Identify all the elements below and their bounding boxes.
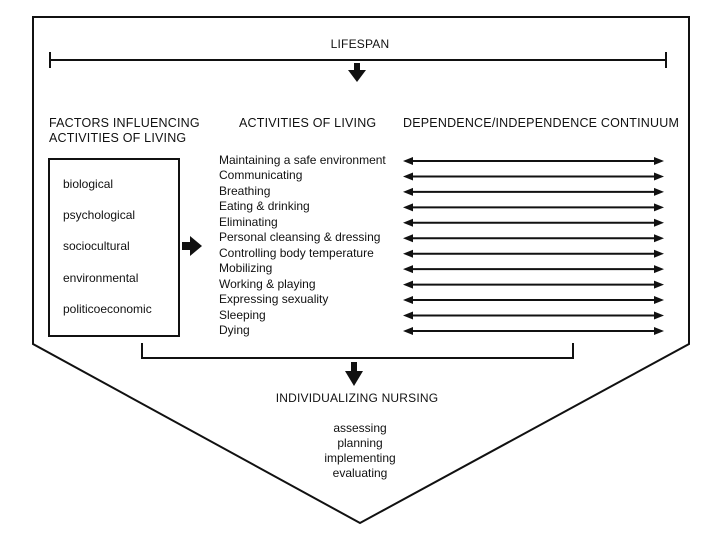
continuum-header: DEPENDENCE/INDEPENDENCE CONTINUUM <box>403 116 680 130</box>
nursing-step: planning <box>337 436 383 450</box>
activity-item: Expressing sexuality <box>219 292 329 306</box>
continuum-arrow <box>403 296 664 305</box>
activity-item: Communicating <box>219 168 303 182</box>
factor-item: environmental <box>63 271 139 285</box>
nursing-step: implementing <box>324 451 396 465</box>
lifespan-label: LIFESPAN <box>330 37 390 51</box>
activity-item: Sleeping <box>219 308 266 322</box>
nursing-title: INDIVIDUALIZING NURSING <box>275 391 439 405</box>
factor-item: biological <box>63 177 114 191</box>
continuum-arrow <box>403 249 664 258</box>
factor-item: psychological <box>63 208 136 222</box>
nursing-down-arrow-icon <box>345 362 363 386</box>
activity-item: Eliminating <box>219 215 278 229</box>
activity-item: Maintaining a safe environment <box>219 153 386 167</box>
factors-to-activities-arrow-icon <box>182 236 202 256</box>
factors-header-line1: FACTORS INFLUENCING <box>49 116 200 130</box>
continuum-arrow <box>403 187 664 196</box>
activity-item: Dying <box>219 323 250 337</box>
continuum-arrow <box>403 280 664 289</box>
continuum-arrow <box>403 311 664 320</box>
factors-header-line2: ACTIVITIES OF LIVING <box>49 131 187 145</box>
activity-item: Controlling body temperature <box>219 246 374 260</box>
factor-item: politicoeconomic <box>63 302 152 316</box>
outer-frame <box>32 16 690 525</box>
factor-item: sociocultural <box>63 239 130 253</box>
continuum-arrow <box>403 265 664 274</box>
continuum-arrow <box>403 157 664 165</box>
activities-bracket <box>141 343 574 359</box>
continuum-arrows <box>403 157 664 335</box>
activities-header: ACTIVITIES OF LIVING <box>239 116 377 130</box>
continuum-arrow <box>403 326 664 335</box>
factors-box <box>48 158 180 337</box>
activity-item: Eating & drinking <box>219 199 310 213</box>
continuum-arrow <box>403 172 664 181</box>
nursing-step: evaluating <box>332 466 388 480</box>
nursing-step: assessing <box>333 421 387 435</box>
continuum-arrow <box>403 218 664 227</box>
activity-item: Breathing <box>219 184 271 198</box>
activity-item: Mobilizing <box>219 261 273 275</box>
continuum-arrow <box>403 234 664 243</box>
lifespan-down-arrow-icon <box>348 63 366 82</box>
activity-item: Working & playing <box>219 277 316 291</box>
activity-item: Personal cleansing & dressing <box>219 230 381 244</box>
continuum-arrow <box>403 203 664 212</box>
